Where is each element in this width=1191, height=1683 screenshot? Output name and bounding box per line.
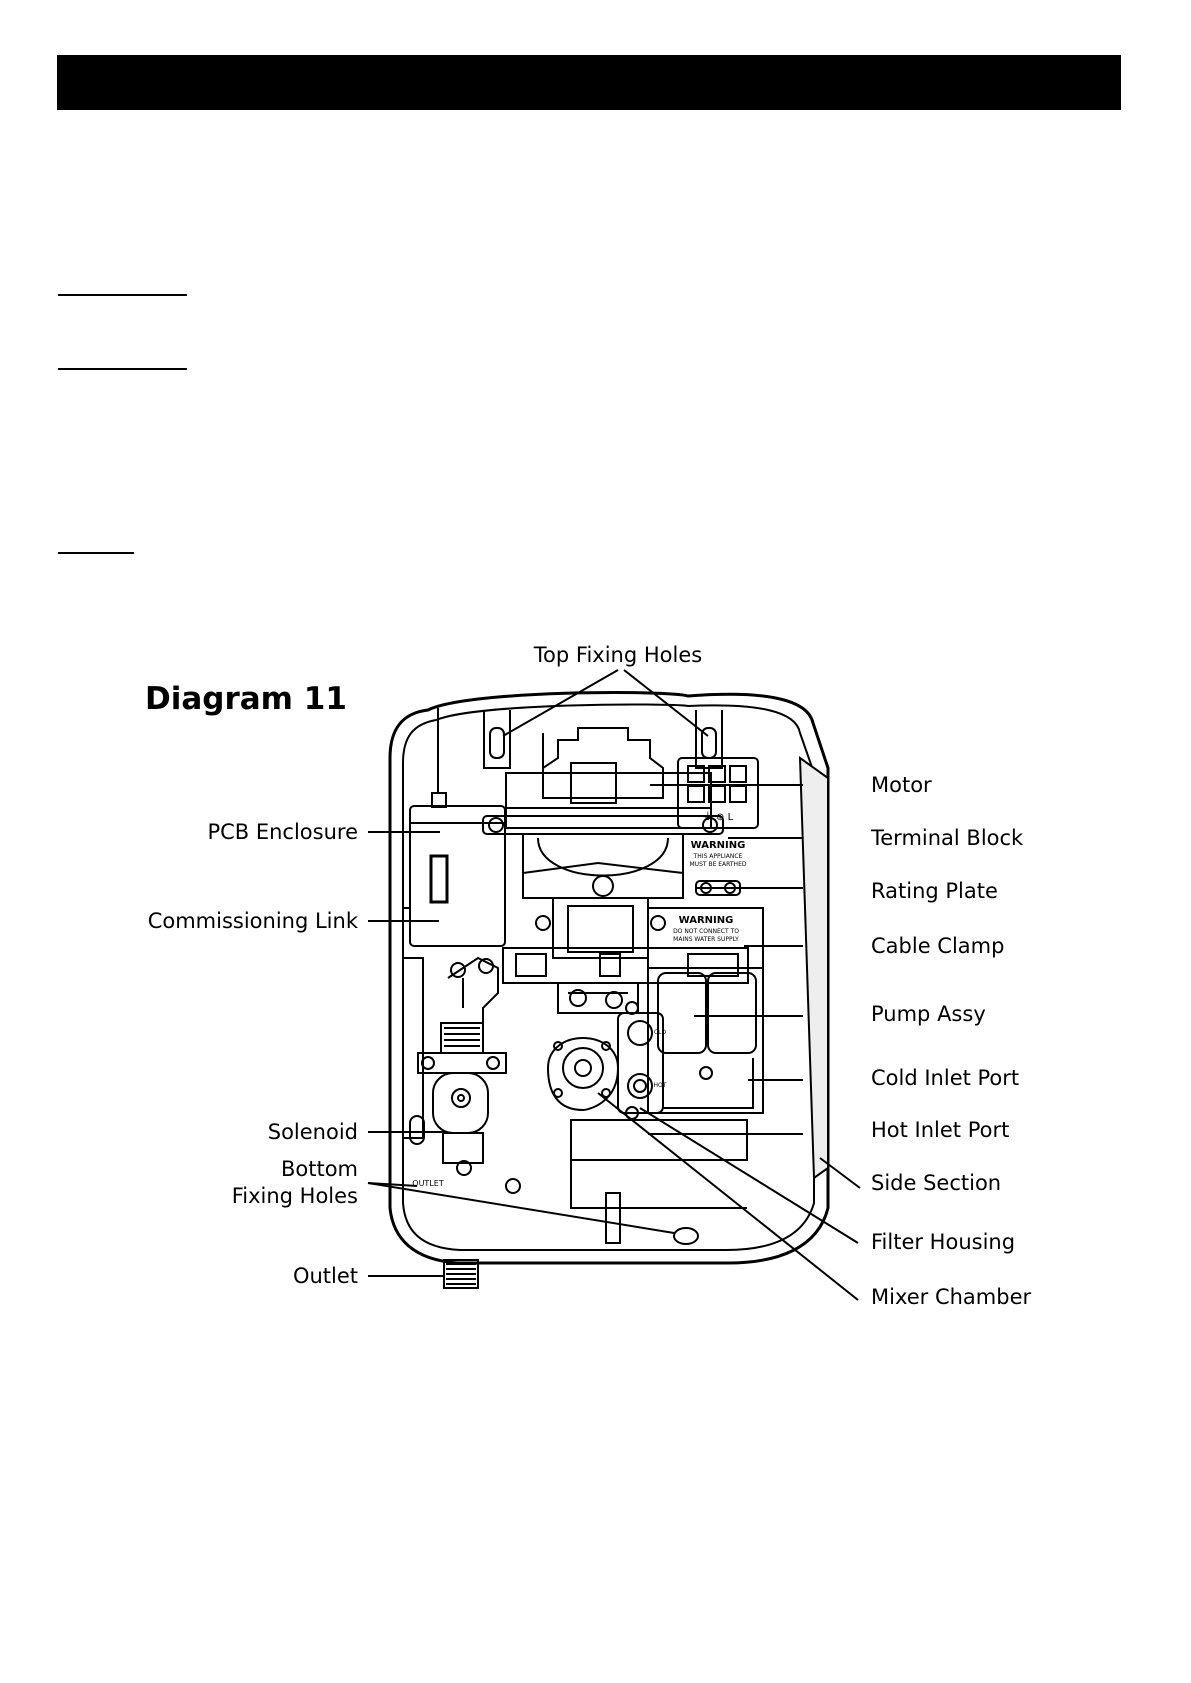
label-bottom-fixing-holes-line-1: Bottom [280,1157,358,1181]
warning-plate [647,907,764,1114]
warning-earthed-title: WARNING [691,840,746,851]
warning-mains-line-1: DO NOT CONNECT TO [673,928,739,935]
port-hot-mark: HOT [654,1082,667,1089]
label-rating-plate: Rating Plate [871,879,998,903]
pcb-enclosure [409,805,506,947]
top-fixing-hole-left [489,727,505,759]
heading-underline-2 [58,368,187,370]
solenoid [432,1072,489,1134]
label-terminal-block: Terminal Block [871,826,1024,850]
leader-top-fixing-right [623,669,709,737]
unit-casing [388,691,830,1265]
bottom-fixing-hole-left [409,1115,425,1145]
label-filter-housing: Filter Housing [871,1230,1016,1254]
leader-mixer-chamber [597,1092,859,1301]
outlet-mark: OUTLET [412,1179,444,1188]
shower-unit-diagram: ⏚ ⊕ L WARNING THIS APPLIANCE MUST BE EAR… [367,669,861,1301]
leader-filter-housing [639,1107,859,1244]
label-bottom-fixing-holes-line-2: Fixing Holes [231,1184,358,1208]
filter-housing [633,1079,647,1093]
label-hot-inlet-port: Hot Inlet Port [871,1118,1010,1142]
mixer-chamber [546,1037,620,1112]
label-top-fixing-holes: Top Fixing Holes [533,643,703,667]
warning-mains-title: WARNING [679,915,734,926]
outlet-fitting [443,1259,479,1289]
warning-mains-line-2: MAINS WATER SUPPLY [673,936,739,943]
pump-assy [502,947,749,984]
label-outlet: Outlet [292,1264,358,1288]
label-solenoid: Solenoid [267,1120,358,1144]
heading-underline-1 [58,294,187,296]
label-side-section: Side Section [871,1171,1002,1195]
bottom-fixing-hole-right [673,1227,699,1245]
cold-inlet-port [627,1020,653,1046]
label-mixer-chamber: Mixer Chamber [871,1285,1032,1309]
diagram-figure: ⏚ ⊕ L WARNING THIS APPLIANCE MUST BE EAR… [128,643,1058,1323]
warning-earthed-line-1: THIS APPLIANCE [693,853,743,860]
leader-side-section [819,1157,861,1189]
port-cold-mark: CLD [654,1029,667,1036]
side-section [798,756,829,1180]
label-cable-clamp: Cable Clamp [871,934,1005,958]
terminal-block [677,757,759,829]
label-commissioning-link: Commissioning Link [147,909,358,933]
casing-inner-edge [402,703,815,1251]
section-header-bar [57,55,1121,110]
label-pcb-enclosure: PCB Enclosure [207,820,358,844]
label-pump-assy: Pump Assy [871,1002,986,1026]
terminal-marks: ⏚ ⊕ L [703,811,734,823]
label-motor: Motor [871,773,932,797]
heading-underline-3 [58,552,134,554]
diagram-title: Diagram 11 [145,681,347,717]
commissioning-link [429,854,449,904]
motor-bracket [482,815,724,835]
leader-top-fixing-left [502,669,619,737]
label-cold-inlet-port: Cold Inlet Port [871,1066,1020,1090]
warning-earthed-line-2: MUST BE EARTHED [690,861,747,868]
motor [542,727,664,799]
leader-bottom-fixing-right [367,1182,675,1234]
hot-inlet-port [627,1073,653,1099]
